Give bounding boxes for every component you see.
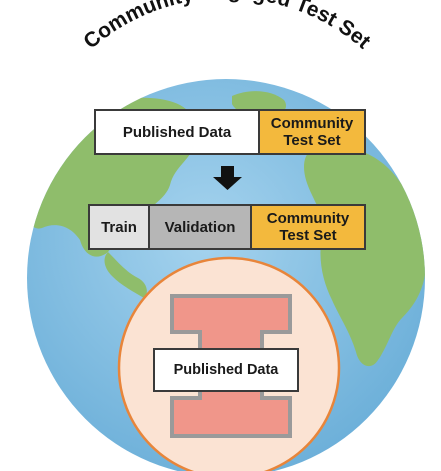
- train-box: Train: [88, 204, 150, 250]
- community-test-set-box: Community Test Set: [258, 109, 366, 155]
- validation-box: Validation: [148, 204, 252, 250]
- community-test-set-box-2: Community Test Set: [250, 204, 366, 250]
- diagram-title: Community-Engaged Test Set: [79, 0, 375, 53]
- inner-published-data-box: Published Data: [153, 348, 299, 392]
- down-arrow-icon: [213, 166, 242, 190]
- land-africa: [304, 146, 425, 367]
- land-central-america: [104, 252, 147, 298]
- published-data-box: Published Data: [94, 109, 260, 155]
